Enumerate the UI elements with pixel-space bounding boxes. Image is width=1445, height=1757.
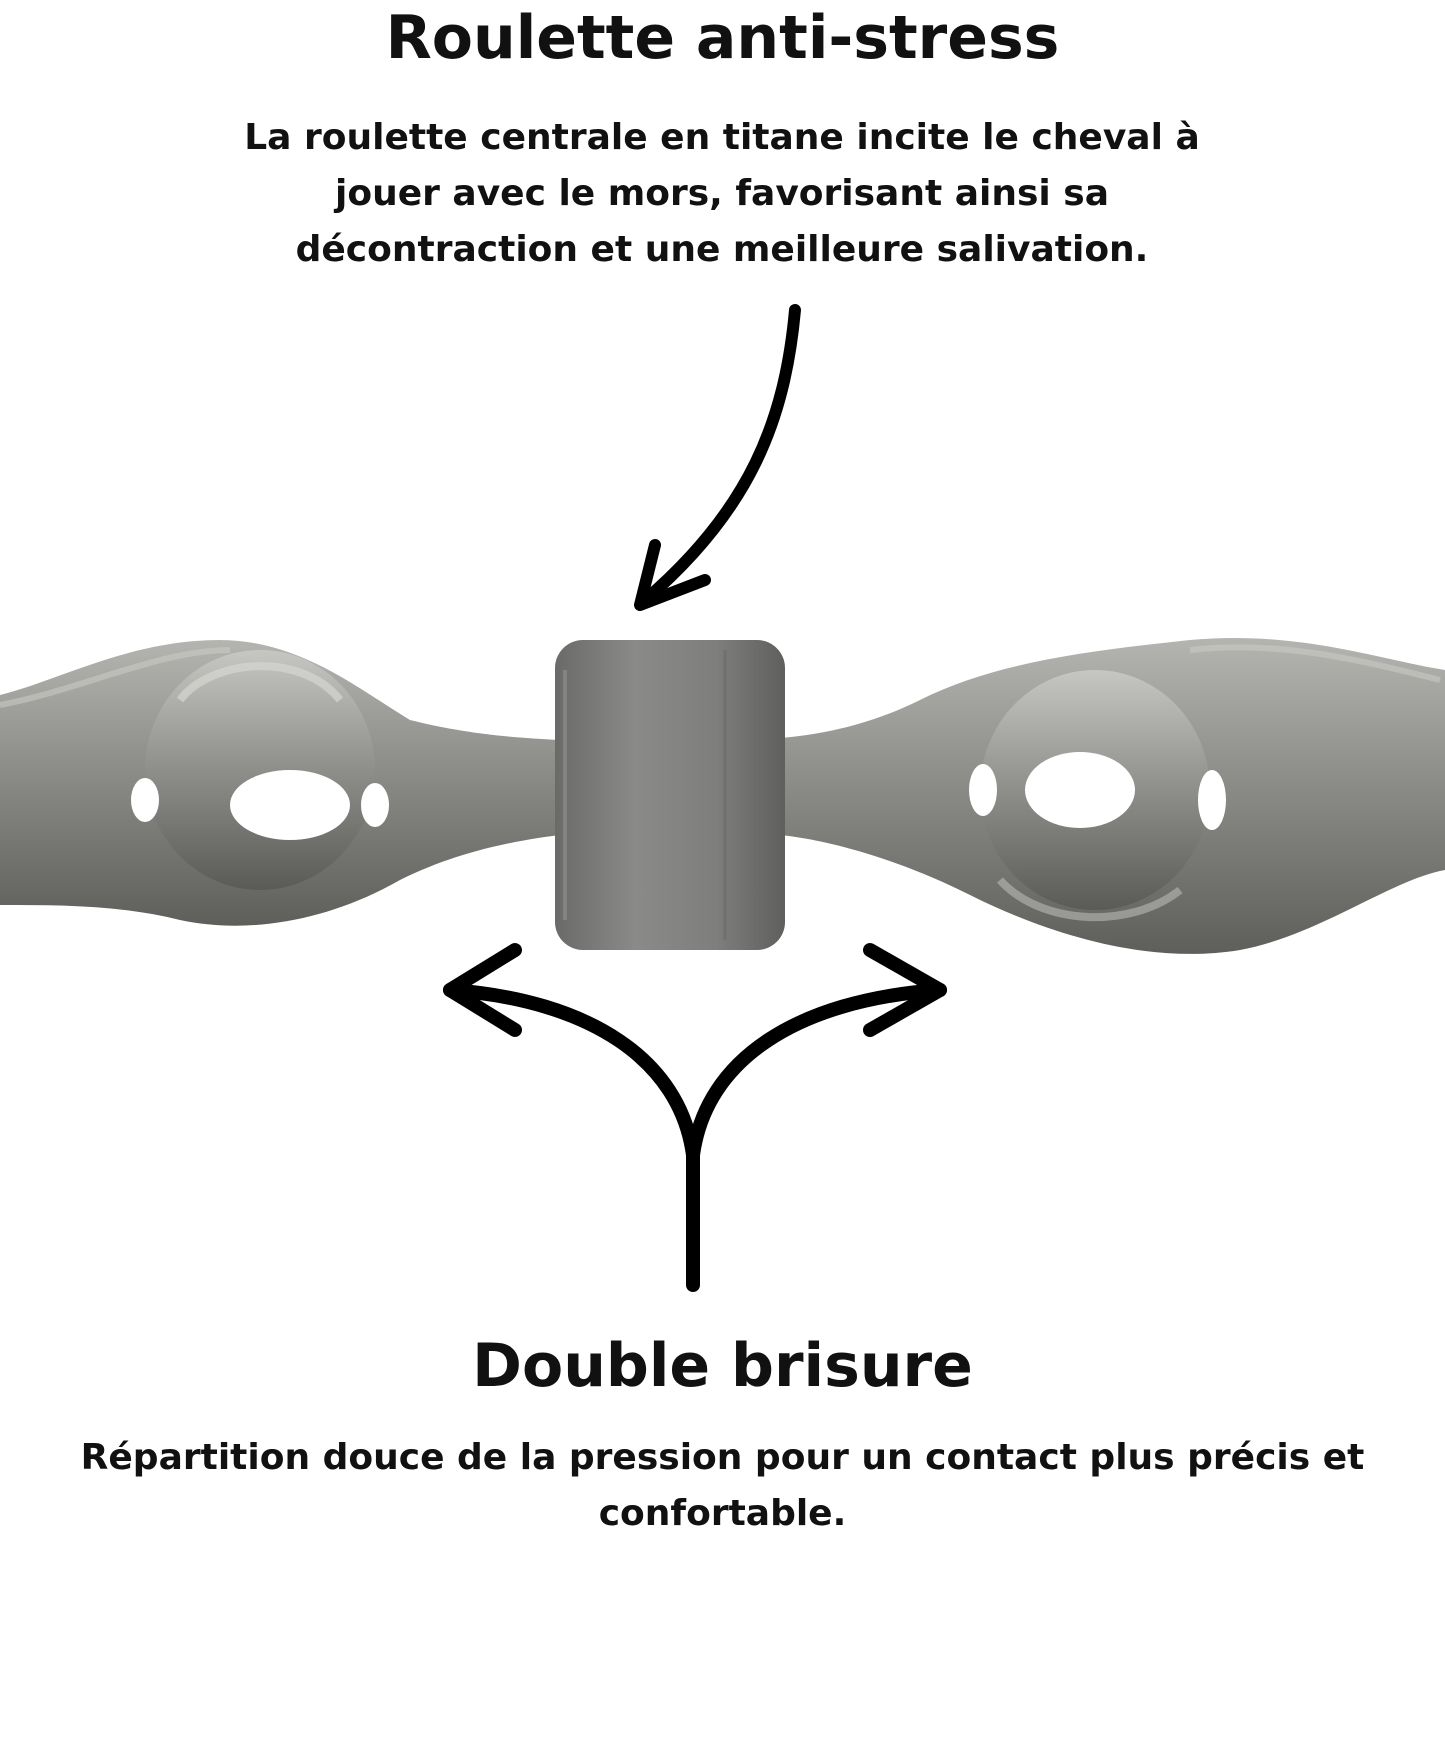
pointer-arrow-head	[634, 539, 711, 611]
titanium-roller	[555, 640, 785, 950]
pointer-arrow	[634, 304, 801, 611]
split-arrow-right-head	[863, 943, 947, 1037]
right-ring	[969, 670, 1226, 922]
left-ring	[131, 650, 389, 890]
pointer-arrow-shaft	[639, 304, 801, 606]
bit-illustration	[0, 304, 1445, 1292]
split-arrow-left-head	[443, 943, 522, 1037]
split-arrow-left-branch	[443, 983, 700, 1162]
split-arrow	[443, 943, 947, 1292]
double-brisure-description: Répartition douce de la pression pour un…	[80, 1437, 1365, 1534]
roulette-title: Roulette anti-stress	[385, 3, 1060, 73]
double-brisure-title: Double brisure	[472, 1331, 973, 1401]
roulette-description: La roulette centrale en titane incite le…	[244, 117, 1200, 270]
split-arrow-right-branch	[686, 983, 947, 1162]
